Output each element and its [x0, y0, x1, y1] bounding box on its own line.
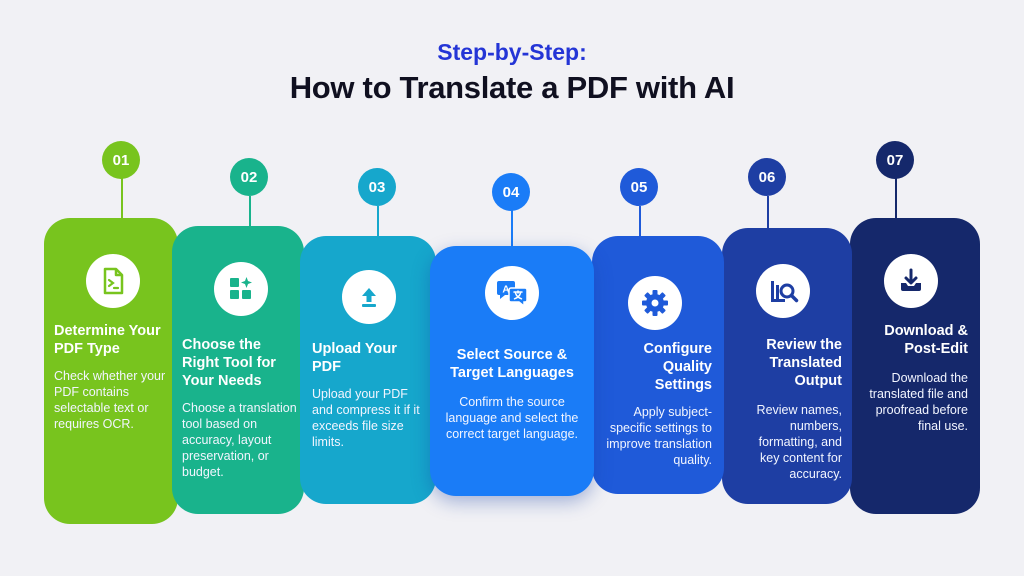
step-connector-1 [121, 178, 123, 230]
step-connector-6 [767, 196, 769, 240]
step-desc-5: Apply subject-specific settings to impro… [606, 405, 712, 467]
step-desc-4: Confirm the source language and select t… [445, 395, 579, 441]
step-card-1: Determine Your PDF Type Check whether yo… [44, 218, 178, 524]
step-number-5: 05 [620, 168, 658, 206]
step-number-4: 04 [492, 173, 530, 211]
gear-icon [628, 276, 682, 330]
step-number-2: 02 [230, 158, 268, 196]
step-connector-4 [511, 210, 513, 250]
step-title-4: Select Source & Target Languages [450, 347, 574, 381]
step-card-6: Review the Translated Output Review name… [722, 228, 852, 504]
step-connector-5 [639, 206, 641, 248]
step-card-3: Upload Your PDF Upload your PDF and comp… [300, 236, 436, 504]
step-title-5: Configure Quality Settings [643, 341, 712, 393]
step-card-4: A Select Source & Target Languages Confi… [430, 246, 594, 496]
step-title-2: Choose the Right Tool for Your Needs [182, 337, 276, 389]
translate-icon: A [485, 266, 539, 320]
download-icon [884, 254, 938, 308]
review-magnifier-icon [756, 264, 810, 318]
step-card-7: Download & Post-Edit Download the transl… [850, 218, 980, 514]
step-desc-3: Upload your PDF and compress it if it ex… [312, 387, 420, 449]
step-card-5: Configure Quality Settings Apply subject… [592, 236, 724, 494]
step-title-6: Review the Translated Output [766, 337, 842, 389]
step-connector-2 [249, 196, 251, 238]
step-number-3: 03 [358, 168, 396, 206]
step-card-2: Choose the Right Tool for Your Needs Cho… [172, 226, 304, 514]
step-desc-1: Check whether your PDF contains selectab… [54, 369, 166, 431]
step-number-6: 06 [748, 158, 786, 196]
page-subtitle: Step-by-Step: [437, 39, 587, 65]
header: Step-by-Step: How to Translate a PDF wit… [0, 38, 1024, 108]
step-number-1: 01 [102, 141, 140, 179]
step-desc-2: Choose a translation tool based on accur… [182, 401, 297, 479]
grid-sparkle-icon [214, 262, 268, 316]
step-title-3: Upload Your PDF [312, 341, 397, 375]
upload-icon [342, 270, 396, 324]
step-connector-7 [895, 178, 897, 230]
document-icon [86, 254, 140, 308]
page-title: How to Translate a PDF with AI [289, 70, 735, 105]
step-number-7: 07 [876, 141, 914, 179]
step-desc-6: Review names, numbers, formatting, and k… [756, 403, 842, 481]
svg-text:A: A [502, 285, 509, 296]
step-connector-3 [377, 206, 379, 248]
step-desc-7: Download the translated file and proofre… [869, 371, 968, 433]
step-title-7: Download & Post-Edit [884, 323, 968, 357]
step-title-1: Determine Your PDF Type [54, 323, 161, 357]
